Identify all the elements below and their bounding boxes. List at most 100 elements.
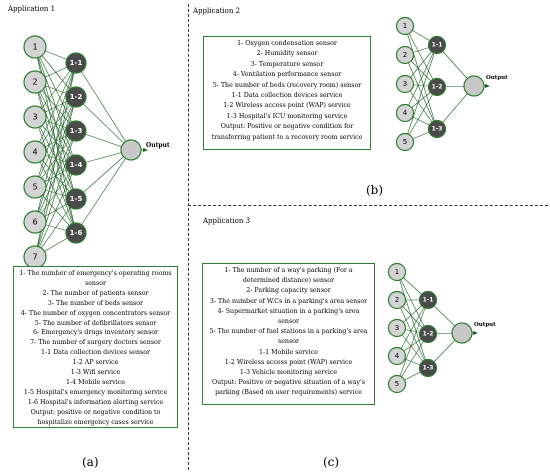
output-node (451, 322, 473, 344)
connection-line (396, 333, 429, 385)
input-node-label: 2 (395, 296, 399, 304)
hidden-node-label: 1-2 (432, 84, 443, 91)
legend-a-line: sensor (84, 279, 107, 287)
connection-line (34, 81, 77, 200)
legend-c-line: 1- The number of a way's parking (For a (224, 267, 353, 274)
legend-a-line: hospitalize emergency cases service (37, 418, 154, 426)
connection-line (404, 54, 438, 130)
legend-a-line: Output: positive or negative condition t… (30, 408, 161, 416)
legend-c-line: 5- The number of fuel stations in a park… (209, 328, 368, 336)
legend-a-line: 1- The number of emergency's operating r… (19, 270, 172, 277)
hidden-node (427, 35, 447, 55)
hidden-node-label: 1-3 (70, 127, 83, 135)
input-node (387, 346, 407, 366)
input-node (23, 35, 47, 59)
hidden-node (65, 222, 87, 244)
arrow-head-icon (473, 331, 478, 335)
legend-c-line: 4- Supermarket situation in a parking's … (217, 307, 360, 315)
hidden-node-label: 1-2 (423, 331, 434, 338)
input-node-label: 4 (32, 148, 37, 157)
connection-line (34, 46, 77, 166)
legend-b-line: transferring patient to a recovery room … (211, 133, 363, 141)
input-node (23, 70, 47, 94)
hidden-node-label: 1-2 (70, 93, 83, 101)
connection-line (404, 25, 438, 130)
legend-c-line: determined distance) sensor (242, 277, 335, 285)
legend-b-line: 1- Oxygen condensation sensor (237, 40, 337, 47)
connection-line (396, 271, 429, 335)
panel-a-title: Application 1 (8, 5, 56, 13)
connection-line (404, 44, 438, 143)
legend-a-line: 6- Emergency's drugs inventory sensor (32, 329, 158, 337)
panel-b-label: (b) (366, 183, 384, 197)
input-node-label: 3 (403, 80, 407, 88)
hidden-node (65, 154, 87, 176)
input-node-label: 5 (403, 138, 407, 146)
input-node (395, 74, 415, 94)
input-node-label: 6 (32, 218, 37, 227)
connection-line (75, 149, 132, 200)
hidden-node-label: 1-6 (70, 229, 83, 237)
legend-b-line: 4- Ventilation performance sensor (232, 71, 342, 79)
legend-c-line: 1-3 Vehicle monitoring service (239, 369, 338, 377)
hidden-node (65, 188, 87, 210)
hidden-node-label: 1-1 (432, 42, 443, 49)
legend-a-line: 1-6 Hospital's information alerting serv… (27, 398, 164, 406)
arrow-head-icon (485, 84, 490, 88)
input-node-label: 1 (403, 22, 407, 30)
legend-b-line: 1-3 Hospital's ICU monitoring service (226, 112, 348, 120)
panel-c-label: (c) (323, 455, 340, 469)
output-label: Output (486, 75, 508, 81)
legend-a-line: 2- The number of patients sensor (42, 289, 149, 297)
connection-line (396, 299, 429, 385)
input-node-label: 2 (32, 78, 37, 87)
hidden-node-label: 1-1 (423, 297, 434, 304)
legend-b: 1- Oxygen condensation sensor 2- Humidit… (203, 36, 371, 150)
input-node (395, 103, 415, 123)
input-node-label: 5 (32, 183, 37, 192)
panel-a-label: (a) (82, 455, 99, 469)
output-node (120, 139, 142, 161)
hidden-node (418, 290, 438, 310)
panel-b-title: Application 2 (193, 7, 241, 15)
connection-line (404, 83, 438, 130)
connection-line (404, 86, 438, 143)
legend-b-line: 3- Temperature sensor (250, 60, 324, 68)
connection-line (75, 62, 132, 151)
legend-b-line: 1-1 Data collection devices service (231, 92, 343, 100)
input-node-label: 4 (403, 109, 408, 117)
input-node (395, 132, 415, 152)
hidden-node (418, 358, 438, 378)
input-node-label: 3 (395, 324, 399, 332)
hidden-node (418, 324, 438, 344)
legend-b-line: 1-2 Wireless access point (WAP) service (223, 102, 351, 110)
input-node (395, 45, 415, 65)
output-label: Output (146, 142, 170, 149)
input-node-label: 1 (395, 268, 399, 276)
input-node (23, 140, 47, 164)
legend-c: 1- The number of a way's parking (For a … (202, 263, 375, 405)
legend-b-line: 5- The number of beds (recovery room) se… (212, 81, 362, 89)
connection-line (34, 62, 77, 153)
connection-line (34, 62, 77, 188)
connection-line (396, 271, 429, 369)
legend-c-line: 1-1 Mobile service (259, 348, 318, 356)
legend-b-line: Output: Positive or negative condition f… (220, 123, 354, 131)
input-node (23, 105, 47, 129)
hidden-node-label: 1-4 (70, 161, 83, 169)
input-node-label: 7 (32, 253, 37, 262)
panel-c-title: Application 3 (203, 217, 251, 225)
hidden-node-label: 1-5 (70, 195, 83, 203)
legend-a-line: 1-5 Hospital's emergency monitoring serv… (23, 388, 168, 396)
input-node (387, 290, 407, 310)
legend-c-line: parking (Based on user requirements) ser… (215, 389, 362, 397)
input-node-label: 5 (395, 380, 399, 388)
legend-c-line: 2- Parking capacity sensor (246, 287, 331, 295)
output-label: Output (474, 322, 496, 328)
arrow-head-icon (143, 148, 148, 152)
input-node (387, 374, 407, 394)
input-node (387, 262, 407, 282)
